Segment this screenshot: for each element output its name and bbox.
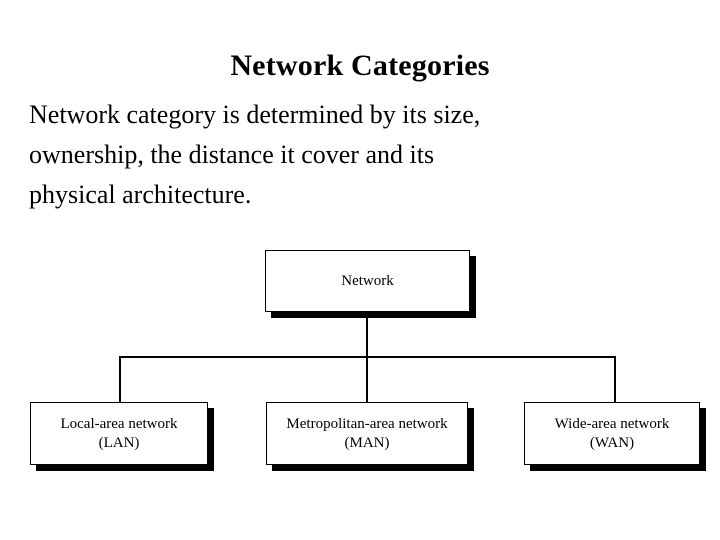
diagram-node-network-label: Network [341, 272, 394, 289]
connector-drop-lan [119, 356, 121, 402]
body-line-2: ownership, the distance it cover and its [29, 140, 435, 169]
diagram-node-lan-name: Local-area network [60, 415, 178, 432]
diagram-node-man: Metropolitan-area network (MAN) [266, 402, 468, 465]
diagram-node-lan: Local-area network (LAN) [30, 402, 208, 465]
diagram-node-man-name: Metropolitan-area network [286, 415, 448, 432]
diagram-node-wan-name: Wide-area network [554, 415, 670, 432]
diagram-node-man-abbr: (MAN) [344, 434, 390, 451]
diagram-node-wan-abbr: (WAN) [589, 434, 635, 451]
body-line-3: physical architecture. [29, 180, 252, 209]
connector-drop-wan [614, 356, 616, 402]
diagram-node-wan: Wide-area network (WAN) [524, 402, 700, 465]
page-title: Network Categories [230, 49, 490, 83]
connector-horizontal-bus [120, 356, 616, 358]
body-line-1: Network category is determined by its si… [29, 100, 481, 129]
diagram-node-network: Network [265, 250, 470, 312]
diagram-node-lan-abbr: (LAN) [98, 434, 140, 451]
body-paragraph: Network category is determined by its si… [29, 95, 689, 215]
